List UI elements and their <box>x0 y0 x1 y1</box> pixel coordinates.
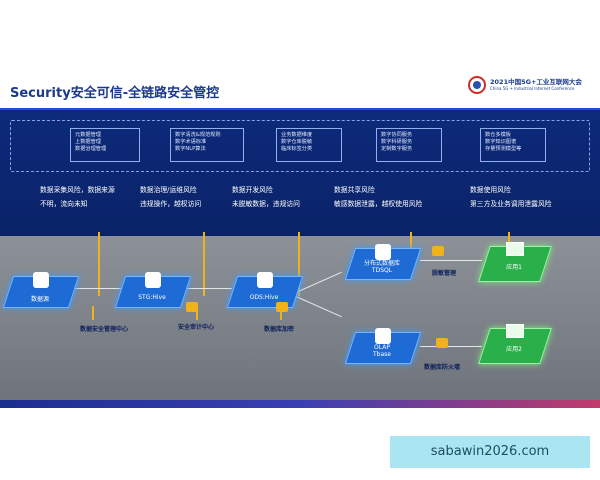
top-dashed-frame <box>10 120 590 172</box>
annotation-arrow <box>280 306 282 320</box>
conference-title: 2021中国5G+工业互联网大会 <box>490 78 582 86</box>
top-box-2: 数字清洗&规范规则 数字术语标准 数字NLP算法 <box>170 128 244 162</box>
node-label: OLAP Tbase <box>350 344 414 358</box>
app-screen-icon <box>506 242 524 256</box>
label-desensitize: 脱敏管理 <box>432 270 457 277</box>
top-box-5: 数仓多模板 数字知识图谱 存量预测模型等 <box>480 128 546 162</box>
conference-subtitle: China 5G + Industrial Internet Conferenc… <box>490 86 575 91</box>
top-box-line: 临床标签分类 <box>281 146 313 152</box>
risk-line: 第三方及业务调用泄露风险 <box>470 200 552 208</box>
node-label-line: 分布式数据库 <box>363 260 400 267</box>
bottom-bar <box>0 400 600 408</box>
node-label: STG:Hive <box>138 294 166 301</box>
annotation-arrow <box>196 306 198 320</box>
risk-line: 不明，流向未知 <box>40 200 88 208</box>
encrypt-icon <box>276 302 288 312</box>
node-data-source: 数据源 <box>2 266 80 316</box>
flow-line <box>180 288 232 289</box>
flow-line <box>420 260 482 261</box>
node-label: 应用1 <box>506 264 522 271</box>
annotation-arrow <box>92 306 94 320</box>
desensitize-icon <box>432 246 444 256</box>
audit-icon <box>186 302 198 312</box>
top-box-line: 数字清洗&规范规则 <box>175 132 221 138</box>
node-olap: OLAP Tbase <box>344 322 422 372</box>
hive-icon <box>257 272 273 288</box>
risk-arrow <box>298 232 300 296</box>
risk-governance: 数据治理/运维风险 违规操作，越权访问 <box>140 183 201 211</box>
top-box-line: 数字仓库脱敏 <box>281 139 313 145</box>
flow-line <box>420 346 482 347</box>
server-icon <box>33 272 49 288</box>
node-label-line: TDSQL <box>371 267 393 274</box>
node-label: 应用2 <box>506 346 522 353</box>
node-stg-hive: STG:Hive <box>114 266 192 316</box>
olap-icon <box>375 328 391 344</box>
top-box-line: 数字科研服务 <box>381 139 413 145</box>
node-label: ODS:Hive <box>249 294 279 301</box>
hive-icon <box>145 272 161 288</box>
blue-band <box>0 110 600 238</box>
top-box-line: 数字术语标准 <box>175 139 207 145</box>
top-box-line: 定制数字服务 <box>381 146 413 152</box>
risk-line: 数据采集风险，数据来源 <box>40 186 115 194</box>
risk-line: 数据使用风险 <box>470 186 511 194</box>
slide-header: Security安全可信-全链路安全管控 2021中国5G+工业互联网大会 Ch… <box>0 70 600 110</box>
slide-title: Security安全可信-全链路安全管控 <box>10 86 220 101</box>
node-tdsql: 分布式数据库 TDSQL <box>344 238 422 288</box>
risk-sharing: 数据共享风险 敏感数据泄露，越权使用风险 <box>334 183 422 211</box>
risk-development: 数据开发风险 未脱敏数据，违规访问 <box>232 183 300 211</box>
top-box-line: 元数据管理 <box>75 132 101 138</box>
risk-line: 敏感数据泄露，越权使用风险 <box>334 200 423 208</box>
label-audit-center: 安全审计中心 <box>178 324 215 331</box>
node-ods-hive: ODS:Hive <box>226 266 304 316</box>
risk-arrow <box>203 232 205 296</box>
top-box-line: 数据治理管理 <box>75 146 107 152</box>
label-data-security-center: 数据安全管理中心 <box>80 326 129 333</box>
node-label-line: Tbase <box>373 351 391 358</box>
risk-collection: 数据采集风险，数据来源 不明，流向未知 <box>40 183 115 211</box>
top-box-1: 元数据管理 上数据管理 数据治理管理 <box>70 128 140 162</box>
node-label-line: OLAP <box>374 344 390 351</box>
header-stripe <box>0 108 600 111</box>
top-box-line: 业务数据维度 <box>281 132 313 138</box>
label-db-encrypt: 数据库加密 <box>264 326 295 333</box>
top-box-line: 上数据管理 <box>75 139 101 145</box>
risk-line: 违规操作，越权访问 <box>140 200 202 208</box>
top-box-3: 业务数据维度 数字仓库脱敏 临床标签分类 <box>276 128 342 162</box>
conference-logo-icon <box>468 76 486 94</box>
app-screen-icon <box>506 324 524 338</box>
top-box-4: 数字协同服务 数字科研服务 定制数字服务 <box>376 128 442 162</box>
top-box-line: 数字知识图谱 <box>485 139 517 145</box>
node-label: 分布式数据库 TDSQL <box>350 260 414 274</box>
label-db-firewall: 数据库防火墙 <box>424 364 461 371</box>
node-label: 数据源 <box>30 296 49 303</box>
watermark: sabawin2026.com <box>390 436 590 468</box>
node-app1: 应用1 <box>478 238 552 288</box>
risk-line: 数据开发风险 <box>232 186 273 194</box>
risk-arrow <box>508 232 510 246</box>
risk-arrow <box>98 232 100 296</box>
database-icon <box>375 244 391 260</box>
node-app2: 应用2 <box>478 320 552 370</box>
risk-usage: 数据使用风险 第三方及业务调用泄露风险 <box>470 183 552 211</box>
risk-line: 数据治理/运维风险 <box>140 186 197 194</box>
top-box-line: 数仓多模板 <box>485 132 511 138</box>
firewall-icon <box>436 338 448 348</box>
slide: Security安全可信-全链路安全管控 2021中国5G+工业互联网大会 Ch… <box>0 70 600 410</box>
top-box-line: 数字协同服务 <box>381 132 413 138</box>
risk-line: 未脱敏数据，违规访问 <box>232 200 300 208</box>
top-box-line: 数字NLP算法 <box>175 146 206 152</box>
top-box-line: 存量预测模型等 <box>485 146 522 152</box>
risk-line: 数据共享风险 <box>334 186 375 194</box>
flow-line <box>64 288 122 289</box>
